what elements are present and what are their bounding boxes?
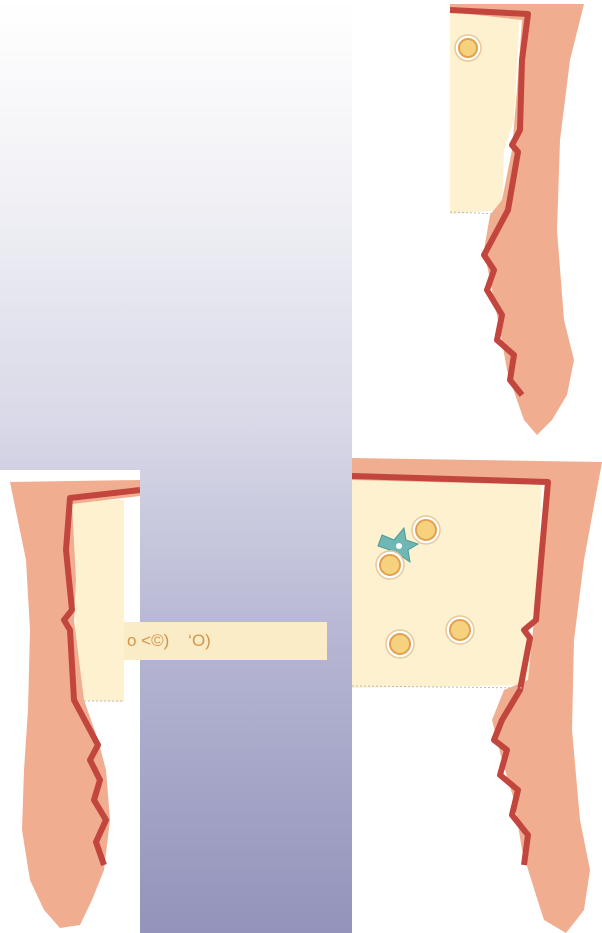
cell-bottom-right-4 [386, 630, 414, 658]
caption-label: o <©) ‘O) [124, 622, 327, 660]
tissue-illustration-top-right [352, 0, 602, 440]
cell-top-right [455, 35, 481, 61]
lumen-area-bottom-right [352, 470, 542, 688]
cell-bottom-right-2 [376, 551, 404, 579]
cell-bottom-right-3 [446, 616, 474, 644]
cell-bottom-right-1 [412, 516, 440, 544]
tissue-illustration-bottom-right [352, 440, 602, 933]
tissue-illustration-bottom-left [0, 470, 140, 933]
